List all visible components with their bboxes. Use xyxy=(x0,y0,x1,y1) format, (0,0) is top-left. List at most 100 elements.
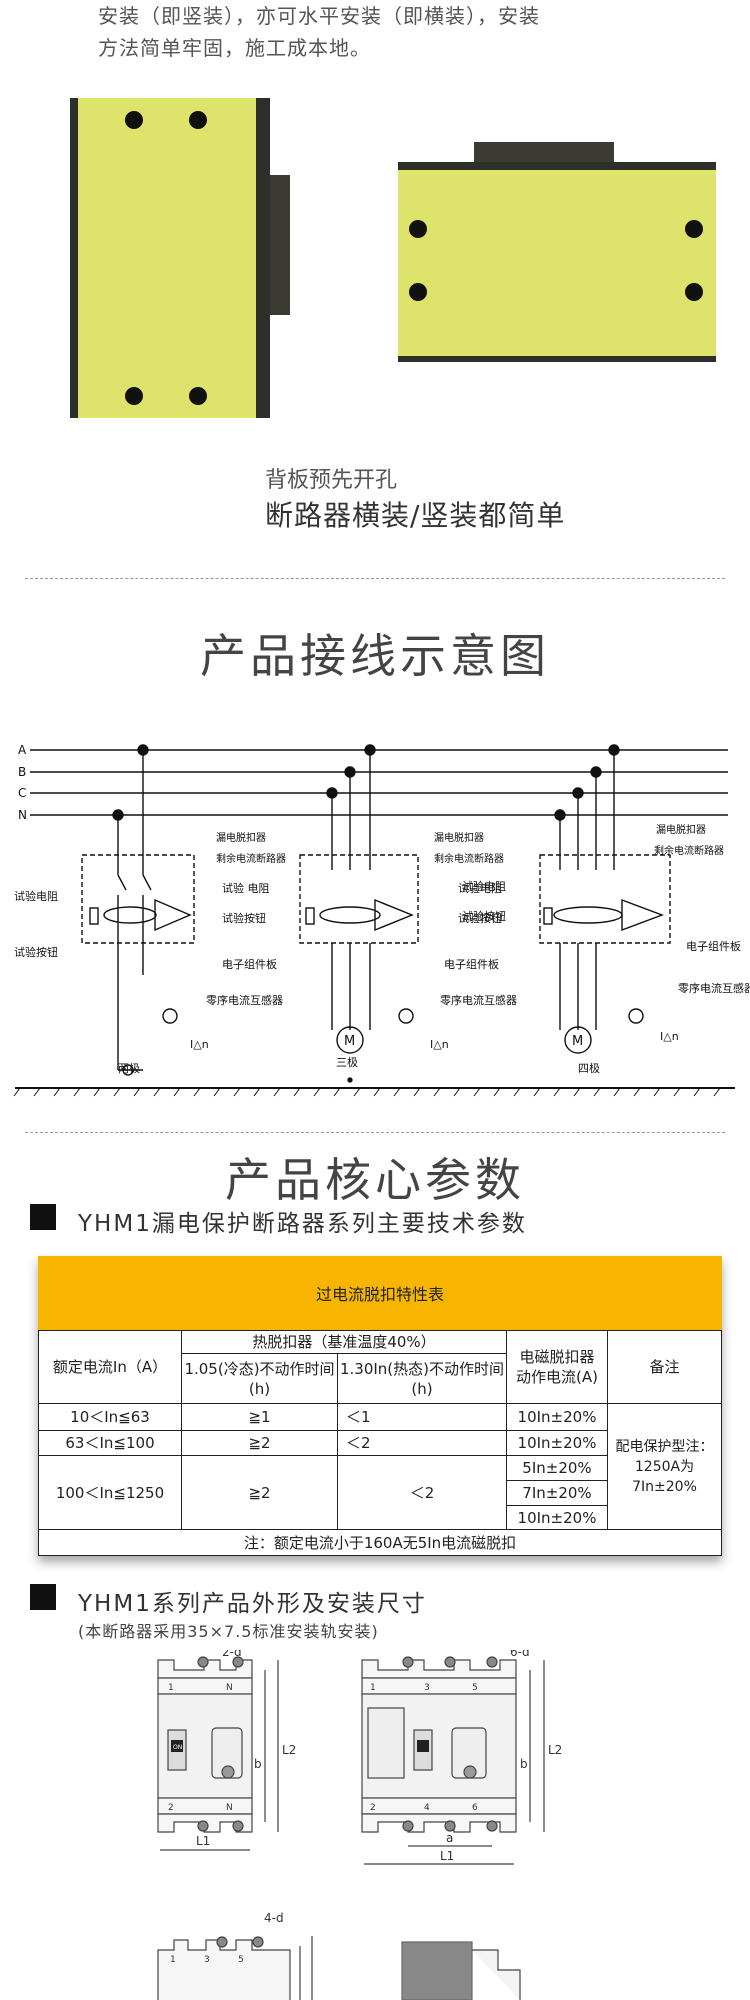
terminal-label: 1 xyxy=(168,1683,174,1693)
terminal-label: N xyxy=(226,1683,233,1693)
table-cell: ≧2 xyxy=(181,1430,338,1456)
side-view-outline xyxy=(401,1941,521,2000)
table-note-cell: 配电保护型注：1250A为7In±20% xyxy=(607,1403,722,1530)
three-pole-rcd-box xyxy=(299,854,419,944)
table-cell: 10In±20% xyxy=(506,1505,608,1530)
table-cell: 7In±20% xyxy=(506,1480,608,1506)
backplate-caption-2: 断路器横装/竖装都简单 xyxy=(265,499,566,532)
mount-hole xyxy=(189,111,207,129)
terminal-label: 4 xyxy=(424,1803,430,1813)
label-electronic-board: 电子组件板 xyxy=(444,957,499,971)
label-four-pole: 四极 xyxy=(578,1061,600,1075)
table-cell: 100＜In≦1250 xyxy=(38,1455,182,1530)
label-current: I△n xyxy=(430,1038,449,1051)
table-cell: ＜2 xyxy=(337,1455,507,1530)
dim-l2: L2 xyxy=(548,1743,562,1757)
divider xyxy=(25,578,725,579)
bullet-square xyxy=(30,1204,56,1230)
label-test-button: 试验按钮 xyxy=(458,911,502,925)
dims-note: (本断路器采用35×7.5标准安装轨安装) xyxy=(78,1622,379,1641)
terminal-label: 5 xyxy=(238,1955,244,1965)
mount-hole xyxy=(409,220,427,238)
label-test-resistor: 试验 电阻 xyxy=(222,881,270,895)
vertical-plate-bracket xyxy=(268,175,290,315)
backplate-caption-1: 背板预先开孔 xyxy=(265,468,398,493)
terminal-label: 3 xyxy=(204,1955,210,1965)
mount-hole xyxy=(409,283,427,301)
label-test-button: 试验按钮 xyxy=(462,909,506,923)
phase-label-n: N xyxy=(18,808,27,822)
two-pole-rcd-box xyxy=(81,854,195,944)
table-cell: 5In±20% xyxy=(506,1455,608,1481)
label-electronic-board: 电子组件板 xyxy=(686,939,741,953)
phase-lines: A B C N xyxy=(18,743,728,822)
label-rcd: 剩余电流断路器 xyxy=(654,844,724,857)
label-test-button: 试验按钮 xyxy=(222,911,266,925)
label-test-resistor: 试验电阻 xyxy=(14,889,58,903)
label-three-pole: 三极 xyxy=(336,1055,358,1069)
dim-l1: L1 xyxy=(440,1849,454,1863)
label-test-resistor: 试验电阻 xyxy=(458,881,502,895)
backplate-photos xyxy=(70,98,716,418)
table-head: 过电流脱扣特性表 xyxy=(38,1256,722,1330)
vertical-plate-face xyxy=(78,98,256,418)
col-thermal: 热脱扣器（基准温度40%） xyxy=(181,1330,507,1354)
label-current: I△n xyxy=(190,1038,209,1051)
dim-a: a xyxy=(446,1831,453,1845)
dims-subtitle: YHM1系列产品外形及安装尺寸 xyxy=(78,1591,427,1617)
col-thermal-a: 1.05(冷态)不动作时间(h) xyxy=(181,1353,338,1404)
col-note: 备注 xyxy=(607,1330,722,1404)
mount-hole xyxy=(685,283,703,301)
label-leak-release: 漏电脱扣器 xyxy=(216,831,266,844)
intro-text: 安装（即竖装），亦可水平安装（即横装），安装 方法简单牢固，施工成本地。 xyxy=(98,0,698,64)
motor-icon xyxy=(336,1026,364,1054)
bullet-square xyxy=(30,1584,56,1610)
table-cell: 10In±20% xyxy=(506,1403,608,1431)
person-icon xyxy=(628,1008,644,1024)
terminal-label: N xyxy=(226,1803,233,1813)
label-two-pole: 两极 xyxy=(118,1061,140,1075)
overcurrent-table: 过电流脱扣特性表 额定电流In（A） 热脱扣器（基准温度40%） 1.05(冷态… xyxy=(38,1256,722,1556)
wiring-title: 产品接线示意图 xyxy=(200,629,550,683)
label-current: I△n xyxy=(660,1030,679,1043)
motor-label: M xyxy=(572,1034,583,1049)
four-pole-rcd-box xyxy=(539,854,671,944)
col-rated: 额定电流In（A） xyxy=(38,1330,182,1404)
horizontal-plate-face xyxy=(398,170,716,356)
ground-hatch xyxy=(13,1087,721,1097)
intro-line-2: 方法简单牢固，施工成本地。 xyxy=(98,36,371,60)
four-pole-circuit: M 漏电脱扣器 剩余电流断路器 试验电阻 试验按钮 电子组件板 零序电流互感器 … xyxy=(462,744,750,1075)
terminal-label: 3 xyxy=(424,1683,430,1693)
dim-l1: L1 xyxy=(196,1834,210,1848)
terminal-label: 2 xyxy=(168,1803,174,1813)
label-leak-release: 漏电脱扣器 xyxy=(656,823,706,836)
terminal-label: 6 xyxy=(472,1803,478,1813)
table-footer: 注：额定电流小于160A无5In电流磁脱扣 xyxy=(38,1529,722,1556)
col-em: 电磁脱扣器动作电流(A) xyxy=(506,1330,608,1404)
col-thermal-b: 1.30In(热态)不动作时间(h) xyxy=(337,1353,507,1404)
mount-hole xyxy=(685,220,703,238)
mount-hole xyxy=(125,387,143,405)
params-title: 产品核心参数 xyxy=(225,1153,525,1207)
terminal-label: 1 xyxy=(370,1683,376,1693)
four-pole-outline: 4-d 1 3 5 xyxy=(157,1911,313,2000)
terminal-label: 5 xyxy=(472,1683,478,1693)
horizontal-backplate xyxy=(398,142,716,362)
label-rcd: 剩余电流断路器 xyxy=(216,852,286,865)
label-zero-ct: 零序电流互感器 xyxy=(206,993,283,1007)
params-subtitle: YHM1漏电保护断路器系列主要技术参数 xyxy=(78,1211,527,1237)
phase-label-b: B xyxy=(18,765,26,779)
mount-hole xyxy=(189,387,207,405)
dim-b: b xyxy=(254,1757,262,1771)
dim-l2: L2 xyxy=(282,1743,296,1757)
on-label: ON xyxy=(173,1744,182,1751)
dim-6d: 6-d xyxy=(510,1650,530,1659)
horizontal-plate-bracket xyxy=(474,142,614,164)
table-cell: ＜2 xyxy=(337,1430,507,1456)
dim-2d: 2-d xyxy=(222,1650,242,1659)
terminal-label: 1 xyxy=(170,1955,176,1965)
label-zero-ct: 零序电流互感器 xyxy=(440,993,517,1007)
two-pole-outline: ON 1 N 2 N b L2 L1 2-d xyxy=(157,1650,296,1851)
person-icon xyxy=(162,1008,178,1024)
table-cell: ≧2 xyxy=(181,1455,338,1530)
